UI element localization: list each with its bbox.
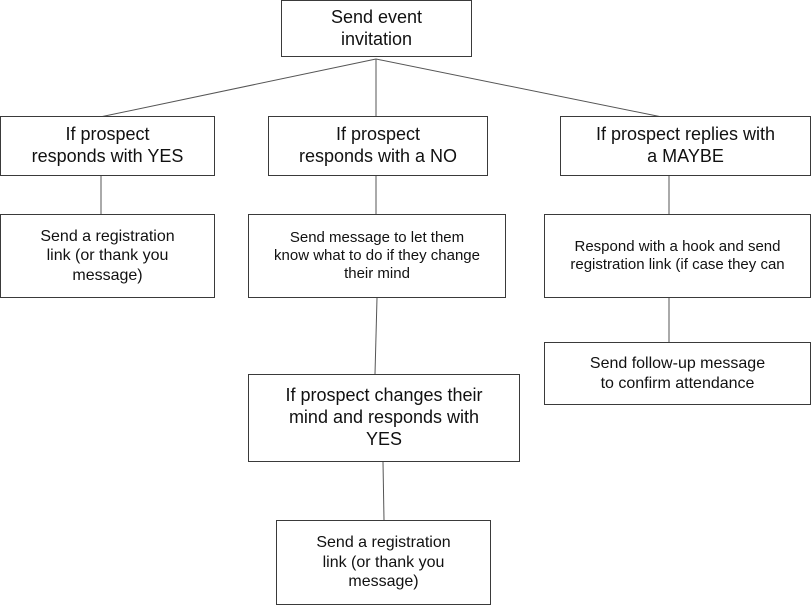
node-label: Send event invitation <box>330 6 423 49</box>
edge-root-yes <box>99 58 377 118</box>
node-label: Send message to let them know what to do… <box>274 228 480 283</box>
node-send-followup: Send follow-up message to confirm attend… <box>544 342 811 405</box>
node-label: Send follow-up message to confirm attend… <box>589 354 766 392</box>
node-respond-with-hook: Respond with a hook and send registratio… <box>544 214 811 298</box>
node-label: Send a registration link (or thank you m… <box>40 227 175 284</box>
node-label: If prospect replies with a MAYBE <box>595 124 776 166</box>
edge-root-maybe <box>375 58 663 118</box>
node-if-no: If prospect responds with a NO <box>268 116 488 176</box>
edge-change-final <box>382 461 385 521</box>
node-if-changes-mind: If prospect changes their mind and respo… <box>248 374 520 462</box>
node-send-change-mind-message: Send message to let them know what to do… <box>248 214 506 298</box>
node-send-invitation: Send event invitation <box>281 0 472 57</box>
node-label: If prospect responds with YES <box>31 124 184 166</box>
edge-noaction-change <box>374 297 378 375</box>
node-if-yes: If prospect responds with YES <box>0 116 215 176</box>
node-label: Respond with a hook and send registratio… <box>570 237 785 273</box>
node-label: Send a registration link (or thank you m… <box>316 534 451 591</box>
node-label: If prospect changes their mind and respo… <box>285 385 483 449</box>
node-final-registration-link: Send a registration link (or thank you m… <box>276 520 491 605</box>
node-label: If prospect responds with a NO <box>298 124 458 166</box>
node-if-maybe: If prospect replies with a MAYBE <box>560 116 811 176</box>
node-send-registration-link: Send a registration link (or thank you m… <box>0 214 215 298</box>
